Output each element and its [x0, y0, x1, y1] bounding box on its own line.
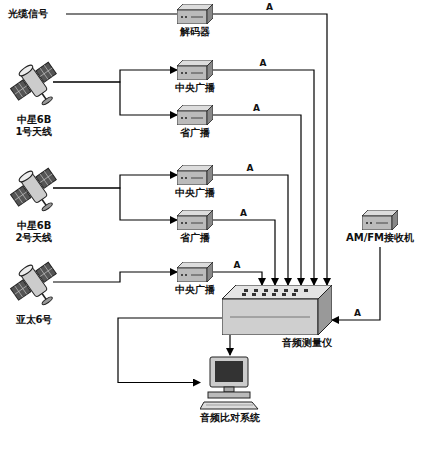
meter-icon — [222, 285, 332, 335]
line-label: A — [239, 208, 248, 218]
line-label: A — [252, 103, 261, 113]
node-label: 中星6B 2号天线 — [6, 220, 62, 244]
signal-line — [53, 70, 177, 82]
node-label: 省广播 — [165, 232, 225, 244]
node-label: 中央广播 — [165, 284, 225, 296]
signal-line — [213, 70, 314, 285]
device-icon — [177, 4, 213, 24]
decoder-box: 解码器 — [165, 4, 225, 38]
node-label: 解码器 — [165, 26, 225, 38]
receiver-box: 中央广播 — [165, 60, 225, 94]
receiver-box: 中央广播 — [165, 262, 225, 296]
receiver-box: 中央广播 — [165, 165, 225, 199]
device-icon — [177, 210, 213, 230]
signal-line — [213, 115, 301, 285]
signal-line — [213, 220, 275, 285]
device-icon — [177, 60, 213, 80]
signal-line — [53, 188, 177, 220]
node-label: 省广播 — [165, 127, 225, 139]
node-label: 音频测量仪 — [222, 337, 332, 349]
line-label: A — [246, 163, 255, 173]
radio-receiver: AM/FM接收机 — [340, 210, 420, 244]
signal-line — [118, 318, 222, 383]
node-label: 中星6B 1号天线 — [6, 114, 62, 138]
device-icon — [177, 165, 213, 185]
satellite-antenna: 中星6B 1号天线 — [6, 52, 62, 138]
signal-line — [213, 14, 327, 285]
computer-system: 音频比对系统 — [190, 355, 270, 424]
sat-icon — [9, 158, 59, 218]
sat-icon — [9, 52, 59, 112]
audio-meter: 音频测量仪 — [222, 285, 332, 349]
signal-line — [53, 175, 177, 188]
pc-icon — [200, 355, 260, 410]
device-icon — [362, 210, 398, 230]
line-label: A — [259, 58, 268, 68]
node-label: 亚太6号 — [6, 314, 62, 326]
signal-line — [53, 82, 177, 115]
node-label: AM/FM接收机 — [340, 232, 420, 244]
signal-line — [332, 247, 380, 320]
signal-line — [213, 272, 262, 285]
line-label: A — [233, 260, 242, 270]
node-label: 中央广播 — [165, 187, 225, 199]
device-icon — [177, 262, 213, 282]
signal-line — [213, 175, 288, 285]
line-label: A — [265, 2, 274, 12]
device-icon — [177, 105, 213, 125]
signal-line — [53, 272, 177, 282]
receiver-box: 省广播 — [165, 105, 225, 139]
node-label: 音频比对系统 — [190, 412, 270, 424]
node-label: 中央广播 — [165, 82, 225, 94]
signal-source-text: 光缆信号 — [8, 8, 62, 20]
satellite-antenna: 中星6B 2号天线 — [6, 158, 62, 244]
node-label: 光缆信号 — [8, 8, 62, 20]
receiver-box: 省广播 — [165, 210, 225, 244]
line-label: A — [353, 308, 362, 318]
satellite-antenna: 亚太6号 — [6, 252, 62, 326]
signal-line — [229, 335, 230, 355]
signal-line — [66, 13, 177, 14]
sat-icon — [9, 252, 59, 312]
